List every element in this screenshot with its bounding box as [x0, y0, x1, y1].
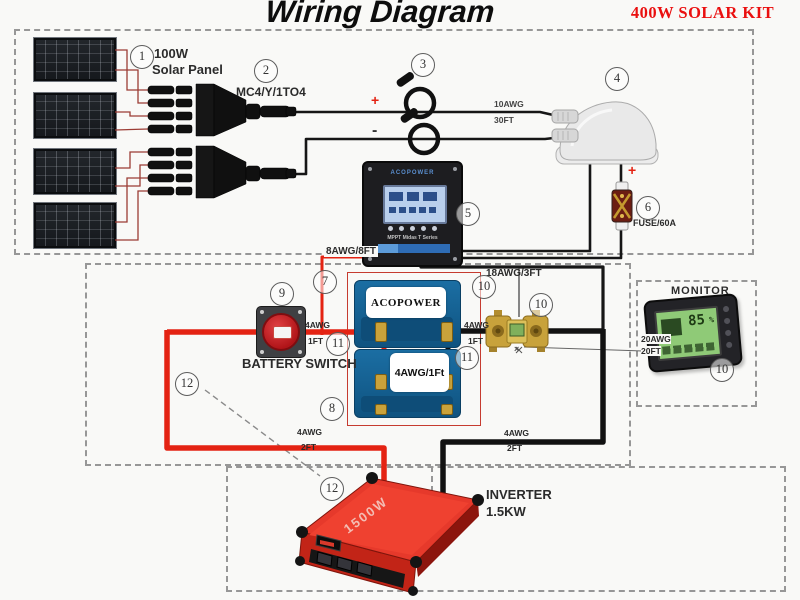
- wire-label-30ft: 30FT: [494, 115, 514, 125]
- wire-label-4awg-shunt: 4AWG: [464, 320, 490, 330]
- battery-jumper-label: 4AWG/1Ft: [394, 366, 445, 379]
- shunt-x-mark: ×: [514, 344, 520, 354]
- wire-label-2ft-black: 2FT: [507, 443, 523, 453]
- controller-brand-label: ACOPOWER: [390, 170, 435, 176]
- wire-label-8awg: 8AWG/8FT: [324, 246, 379, 257]
- callout-11-b: 11: [455, 346, 479, 370]
- controller-screen: [383, 185, 447, 224]
- panel-label-line1: 100W: [154, 46, 188, 61]
- battery-foot: [375, 404, 387, 415]
- panel-lead-wires: [114, 49, 149, 241]
- callout-12-b: 12: [320, 477, 344, 501]
- battery-terminal: [375, 322, 387, 342]
- coiled-cable-icons: [396, 72, 441, 156]
- callout-3: 3: [411, 53, 435, 77]
- callout-7: 7: [313, 270, 337, 294]
- controller-series-label: MPPT Midas T Series: [387, 235, 438, 241]
- battery-jumper-plate: 4AWG/1Ft: [390, 353, 449, 392]
- inverter-label-line1: INVERTER: [486, 487, 552, 502]
- monitor-zone-box: [636, 280, 757, 407]
- polarity-plus-array: +: [371, 92, 380, 108]
- monitor-soc-unit: %: [708, 315, 715, 325]
- wire-label-1ft-shunt: 1FT: [468, 336, 484, 346]
- callout-8: 8: [320, 397, 344, 421]
- callout12-pointer-line: [204, 389, 321, 477]
- battery-brand: ACOPOWER: [371, 296, 441, 309]
- wire-label-4awg-red: 4AWG: [297, 427, 323, 437]
- mc4-label: MC4/Y/1TO4: [236, 85, 306, 99]
- inverter-label-line2: 1.5KW: [486, 504, 526, 519]
- solar-panel-3: [33, 148, 117, 195]
- callout-11-a: 11: [326, 332, 350, 356]
- solar-panel-1: [33, 37, 117, 82]
- battery-terminal: [441, 322, 453, 342]
- polarity-plus-fuse: +: [628, 162, 637, 178]
- cable-entry-gland: [551, 101, 659, 165]
- battery-terminal: [375, 374, 387, 390]
- inverter-device: 1500W: [295, 472, 484, 596]
- callout-12-a: 12: [175, 372, 199, 396]
- battery-zone-box: [85, 263, 631, 466]
- callout-4: 4: [605, 67, 629, 91]
- mc4-branch-connectors: [147, 83, 297, 199]
- wire-label-4awg-black: 4AWG: [504, 428, 530, 438]
- panel-label-line2: Solar Panel: [152, 62, 223, 77]
- battery-switch: [256, 306, 306, 358]
- monitor-soc-value: 85: [687, 311, 706, 330]
- callout-10-c: 10: [710, 358, 734, 382]
- callout-2: 2: [254, 59, 278, 83]
- battery-brand-plate: ACOPOWER: [366, 287, 446, 318]
- wire-label-2ft-red: 2FT: [301, 442, 317, 452]
- wire-label-1ft-battery: 1FT: [308, 336, 324, 346]
- charge-controller: ACOPOWER MPPT Midas T Series: [362, 161, 463, 267]
- wire-label-20awg: 20AWG: [641, 334, 671, 344]
- wire-label-10awg: 10AWG: [494, 99, 524, 109]
- wire-label-4awg-battery: 4AWG: [305, 320, 331, 330]
- monitor-box-label: MONITOR: [671, 285, 730, 297]
- callout-10-b: 10: [529, 293, 553, 317]
- page-title: Wiring Diagram: [264, 0, 496, 29]
- callout-6: 6: [636, 196, 660, 220]
- fuse-label: FUSE/60A: [633, 218, 677, 228]
- solar-panel-2: [33, 92, 117, 139]
- wire-label-18awg: 18AWG/3FT: [486, 268, 542, 279]
- kit-name-label: 400W SOLAR KIT: [630, 3, 775, 22]
- callout-10-a: 10: [472, 275, 496, 299]
- wire-label-20ft: 20FT: [641, 346, 661, 356]
- callout-1: 1: [130, 45, 154, 69]
- callout-9: 9: [270, 282, 294, 306]
- battery-switch-knob: [262, 313, 300, 351]
- inverter-zone-box: [226, 466, 786, 592]
- solar-panel-4: [33, 202, 117, 249]
- polarity-minus-array: -: [372, 122, 378, 139]
- battery-foot: [441, 404, 453, 415]
- battery-switch-label: BATTERY SWITCH: [242, 356, 357, 371]
- fuse-icon: [611, 181, 633, 231]
- callout-5: 5: [456, 202, 480, 226]
